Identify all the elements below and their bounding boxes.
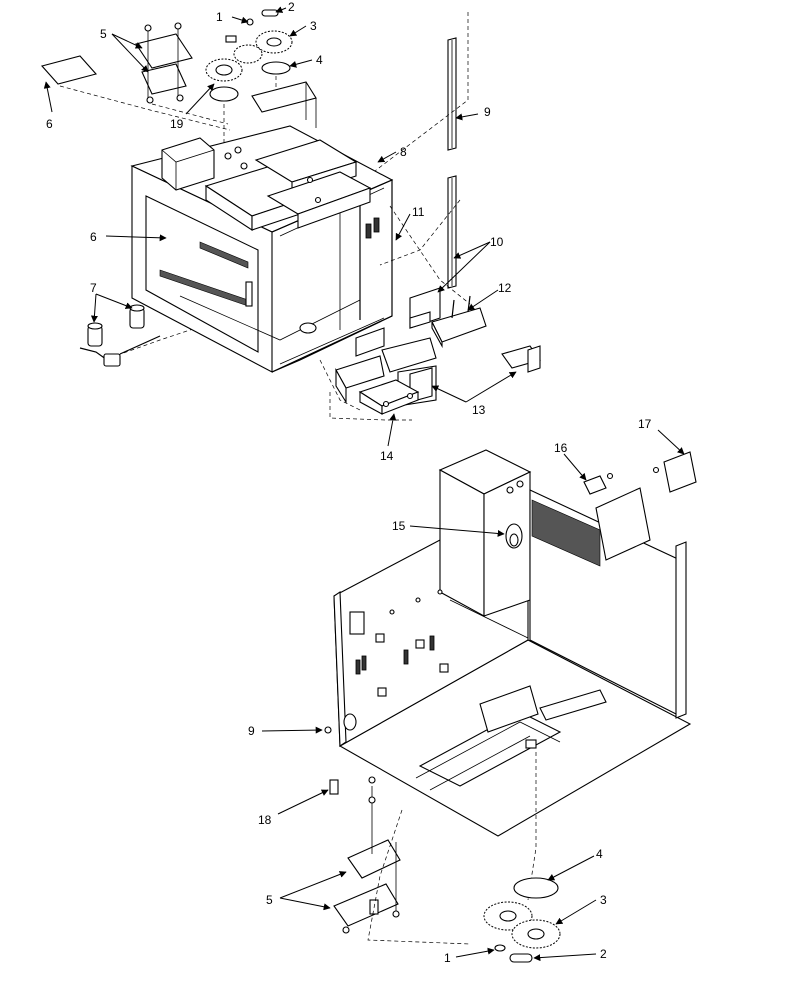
projection-lines-bottom [367,809,471,945]
part-13-brackets [335,327,541,407]
callout-bottom-18: 18 [258,813,272,827]
callout-bottom-17: 17 [638,417,652,431]
callout-top-5: 5 [100,27,107,41]
part-3-gear [233,30,293,64]
callout-top-8: 8 [400,145,407,159]
callout-top-19: 19 [170,117,184,131]
callout-labels: 1 2 3 4 5 6 6 7 8 9 10 11 12 13 14 19 15… [46,0,652,965]
right-back-wall [529,487,687,719]
callout-bottom-1: 1 [444,951,451,965]
part-18-latch [329,779,339,795]
top-components [161,81,372,232]
callout-top-6a: 6 [46,117,53,131]
callout-top-9: 9 [484,105,491,119]
part-2-clip [261,9,279,17]
part-16-switch [583,472,614,495]
left-wall-details [343,589,529,731]
tall-tower [438,449,532,617]
callout-bottom-3: 3 [600,893,607,907]
part-4-disc-bottom [513,877,559,899]
small-clip [225,35,237,43]
part-19-gear [205,58,243,102]
floor-rails [415,685,607,791]
callout-bottom-16: 16 [554,441,568,455]
part-6-plate [40,55,98,85]
part-4-disc [261,61,291,75]
callout-bottom-4: 4 [596,847,603,861]
callout-top-14: 14 [380,449,394,463]
callout-top-12: 12 [498,281,512,295]
part-9-screw [324,726,332,734]
callout-bottom-5: 5 [266,893,273,907]
part-10-bar [447,175,457,289]
callout-top-7: 7 [90,281,97,295]
part-14-bracket [329,379,420,421]
callout-top-6b: 6 [90,230,97,244]
callout-bottom-9: 9 [248,724,255,738]
callout-bottom-2: 2 [600,947,607,961]
part-5-bracket [135,22,193,104]
callout-top-10: 10 [490,235,504,249]
part-10-12-brackets [409,287,487,349]
part-2-clip-bottom [509,953,533,963]
callout-top-1: 1 [216,10,223,24]
callout-leaders [43,6,685,962]
part-1-washer-bottom [494,944,506,952]
callout-bottom-15: 15 [392,519,406,533]
part-7-connectors [79,304,161,367]
callout-top-4: 4 [316,53,323,67]
callout-top-3: 3 [310,19,317,33]
part-5-bottom-brackets [333,776,401,934]
callout-top-2: 2 [288,0,295,14]
top-assembly [40,9,541,421]
part-17-plate [652,451,697,493]
callout-top-11: 11 [412,205,425,219]
callout-top-13: 13 [472,403,486,417]
part-9-bar [447,37,457,151]
part-3-gears-bottom [483,901,561,949]
bottom-assembly [324,449,697,963]
